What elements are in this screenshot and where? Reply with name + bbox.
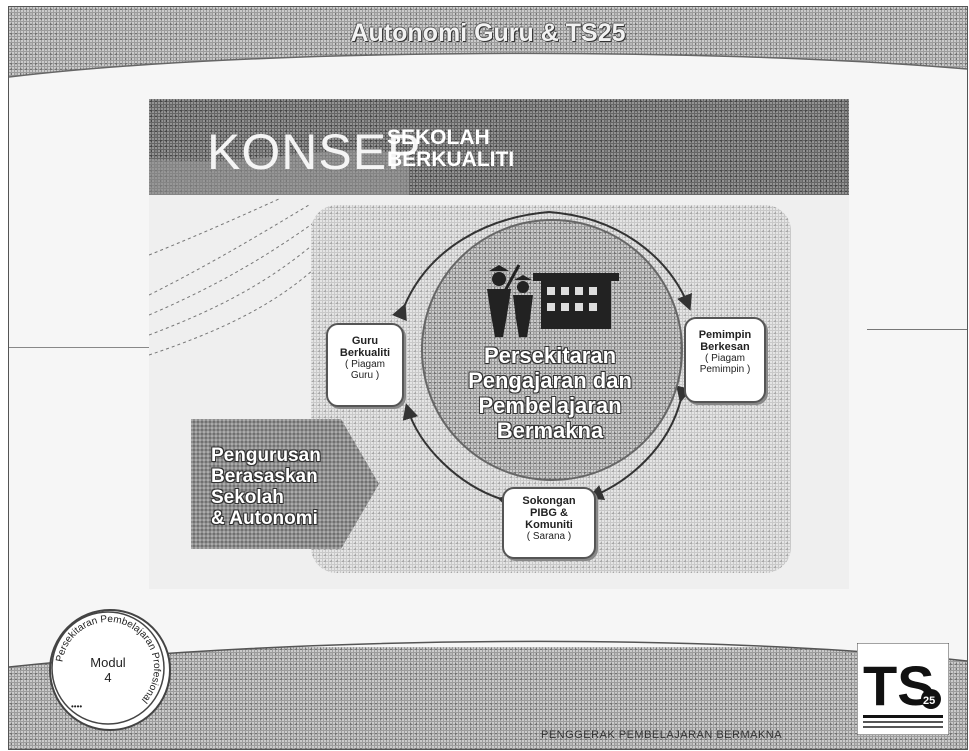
arrow-shape: [191, 419, 379, 549]
sokongan-title-2: PIBG &: [530, 507, 568, 519]
bubble-sokongan-pibg: Sokongan PIBG & Komuniti ( Sarana ): [502, 487, 596, 559]
sokongan-title-1: Sokongan: [522, 495, 576, 507]
pemimpin-title-2: Berkesan: [700, 341, 750, 353]
guru-title-2: Berkualiti: [339, 347, 391, 359]
arrow-line-2: Berasaskan: [211, 466, 318, 487]
center-line-4: Bermakna: [496, 418, 604, 443]
pemimpin-title-1: Pemimpin: [698, 329, 752, 341]
pemimpin-sub-1: ( Piagam: [704, 353, 745, 364]
badge-label-line1: Modul: [90, 655, 126, 670]
divider-left: [9, 347, 149, 348]
slide-subtitle-line1: SEKOLAH: [387, 126, 490, 149]
slide-subtitle: SEKOLAH BERKUALITI: [387, 127, 514, 171]
guru-title-1: Guru: [351, 335, 379, 347]
slide-header: KONSEP SEKOLAH BERKUALITI: [149, 99, 849, 195]
badge-label: Modul 4: [49, 655, 167, 685]
bubble-pemimpin-berkesan: Pemimpin Berkesan ( Piagam Pemimpin ): [684, 317, 766, 403]
arrow-line-4: & Autonomi: [211, 508, 318, 529]
arrow-line-1: Pengurusan: [211, 445, 321, 466]
arrow-label: Pengurusan Berasaskan Sekolah & Autonomi: [211, 445, 371, 529]
footer-band: [9, 647, 967, 749]
slide-header-swoosh: [149, 150, 409, 195]
guru-sub-2: Guru ): [350, 370, 380, 381]
cycle-arrows: [391, 211, 692, 511]
center-line-2: Pengajaran dan: [468, 368, 632, 393]
footer-tagline: PENGGERAK PEMBELAJARAN BERMAKNA: [541, 729, 783, 741]
pemimpin-sub-2: Pemimpin ): [699, 364, 751, 375]
header-curve: [9, 52, 967, 87]
center-line-1: Persekitaran: [483, 343, 617, 368]
badge-dots: ••••: [71, 702, 82, 711]
slide-subtitle-line2: BERKUALITI: [387, 148, 515, 171]
arrow-line-3: Sekolah: [211, 487, 284, 508]
school-graduates-icon: [487, 264, 619, 337]
ts25-logo: TS 25: [857, 643, 949, 735]
guru-sub-1: ( Piagam: [344, 359, 385, 370]
document-page: Autonomi Guru & TS25 KONSEP SEKOLAH BERK…: [8, 6, 968, 750]
center-circle: [421, 219, 683, 481]
sokongan-title-3: Komuniti: [525, 519, 573, 531]
badge-ring-text: Persekitaran Pembelajaran Profesional ••…: [51, 611, 165, 725]
slide-konsep-text: KONSEP: [207, 124, 422, 180]
sokongan-sub-1: ( Sarana ): [526, 531, 572, 542]
bubble-guru-berkualiti: Guru Berkualiti ( Piagam Guru ): [326, 323, 404, 407]
badge-label-line2: 4: [104, 670, 112, 685]
logo-mark: TS: [863, 654, 935, 717]
center-line-3: Pembelajaran: [478, 393, 622, 418]
divider-right: [867, 329, 967, 330]
modul-badge: Persekitaran Pembelajaran Profesional ••…: [49, 609, 171, 731]
center-label: Persekitaran Pengajaran dan Pembelajaran…: [421, 343, 679, 443]
logo-number: 25: [923, 695, 935, 707]
page-title: Autonomi Guru & TS25: [350, 19, 626, 47]
